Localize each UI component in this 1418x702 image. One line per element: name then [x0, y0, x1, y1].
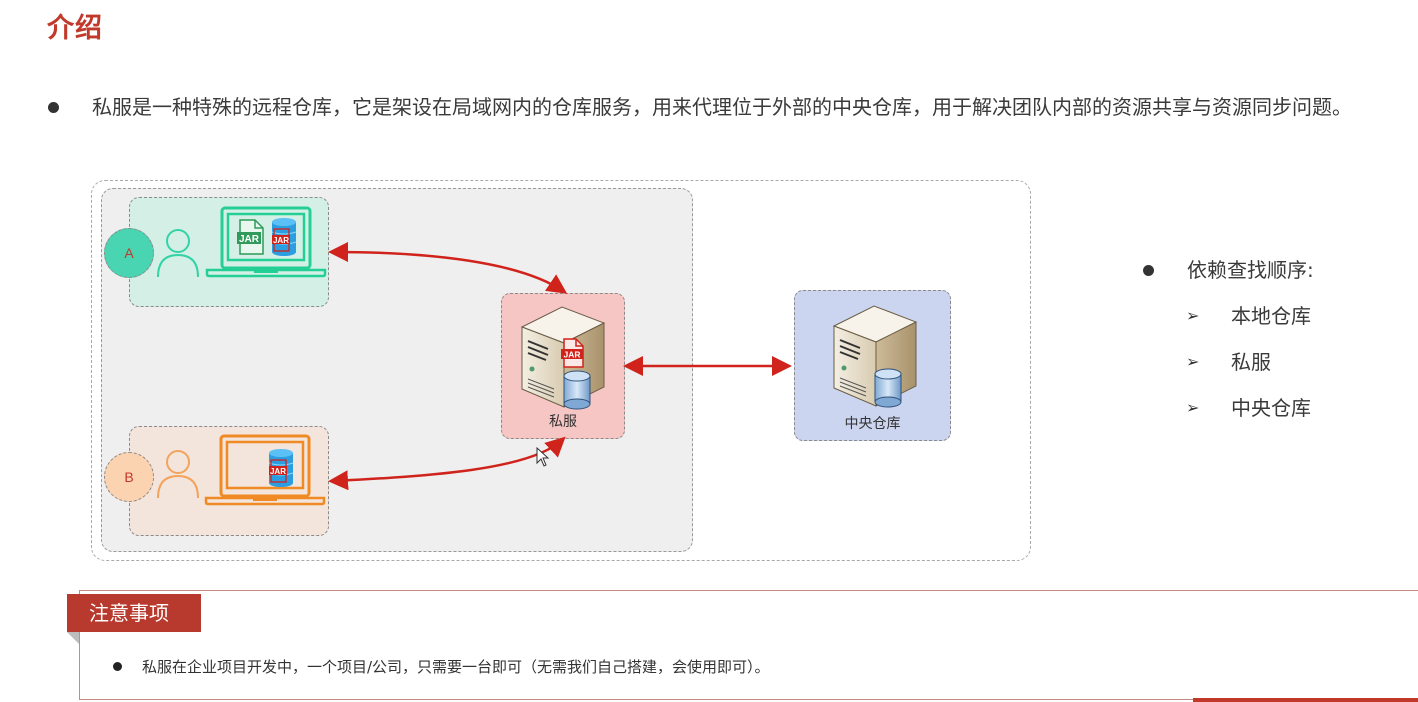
- page-title: 介绍: [47, 13, 103, 44]
- arrow-bullet-icon: ➢: [1186, 352, 1200, 371]
- lookup-item: ➢ 私服: [1140, 347, 1314, 377]
- lookup-heading: 依赖查找顺序:: [1187, 258, 1314, 282]
- jar-file-icon: JAR: [237, 219, 264, 255]
- svg-text:JAR: JAR: [273, 236, 289, 245]
- private-server-label: 私服: [549, 414, 577, 430]
- intro-bullet: 私服是一种特殊的远程仓库，它是架设在局域网内的仓库服务，用来代理位于外部的中央仓…: [44, 88, 1414, 126]
- arrow-bullet-icon: ➢: [1186, 398, 1200, 417]
- notice-tab: 注意事项: [67, 594, 201, 632]
- client-a-badge: A: [104, 228, 154, 278]
- jar-file-icon: JAR: [561, 338, 584, 368]
- jar-database-icon: JAR: [271, 218, 297, 256]
- intro-text: 私服是一种特殊的远程仓库，它是架设在局域网内的仓库服务，用来代理位于外部的中央仓…: [92, 95, 1352, 119]
- notice-item: 私服在企业项目开发中，一个项目/公司，只需要一台即可（无需我们自己搭建，会使用即…: [110, 656, 770, 677]
- notice-text: 私服在企业项目开发中，一个项目/公司，只需要一台即可（无需我们自己搭建，会使用即…: [142, 658, 770, 676]
- jar-database-icon: JAR: [268, 449, 294, 487]
- svg-text:JAR: JAR: [563, 350, 580, 360]
- user-icon: [157, 450, 199, 499]
- lookup-item: ➢ 本地仓库: [1140, 301, 1314, 331]
- svg-text:JAR: JAR: [270, 467, 286, 476]
- laptop-icon: [204, 434, 326, 506]
- laptop-icon: [205, 206, 327, 278]
- central-repo-label: 中央仓库: [844, 416, 901, 432]
- bottom-accent-bar: [1193, 698, 1418, 702]
- notice-box: [79, 590, 1418, 700]
- lookup-item: ➢ 中央仓库: [1140, 393, 1314, 423]
- database-icon: [874, 368, 902, 408]
- bullet-dot: [113, 662, 122, 671]
- mouse-cursor-icon: [536, 447, 550, 467]
- notice-tab-fold: [67, 632, 79, 644]
- user-icon: [157, 229, 199, 278]
- arrow-bullet-icon: ➢: [1186, 306, 1200, 325]
- svg-text:JAR: JAR: [239, 234, 260, 245]
- bullet-dot: [48, 102, 59, 113]
- database-icon: [563, 370, 591, 410]
- bullet-dot: [1143, 265, 1154, 276]
- lookup-order-list: 依赖查找顺序: ➢ 本地仓库 ➢ 私服 ➢ 中央仓库: [1140, 255, 1314, 423]
- client-b-badge: B: [104, 452, 154, 502]
- lookup-heading-row: 依赖查找顺序:: [1140, 255, 1314, 285]
